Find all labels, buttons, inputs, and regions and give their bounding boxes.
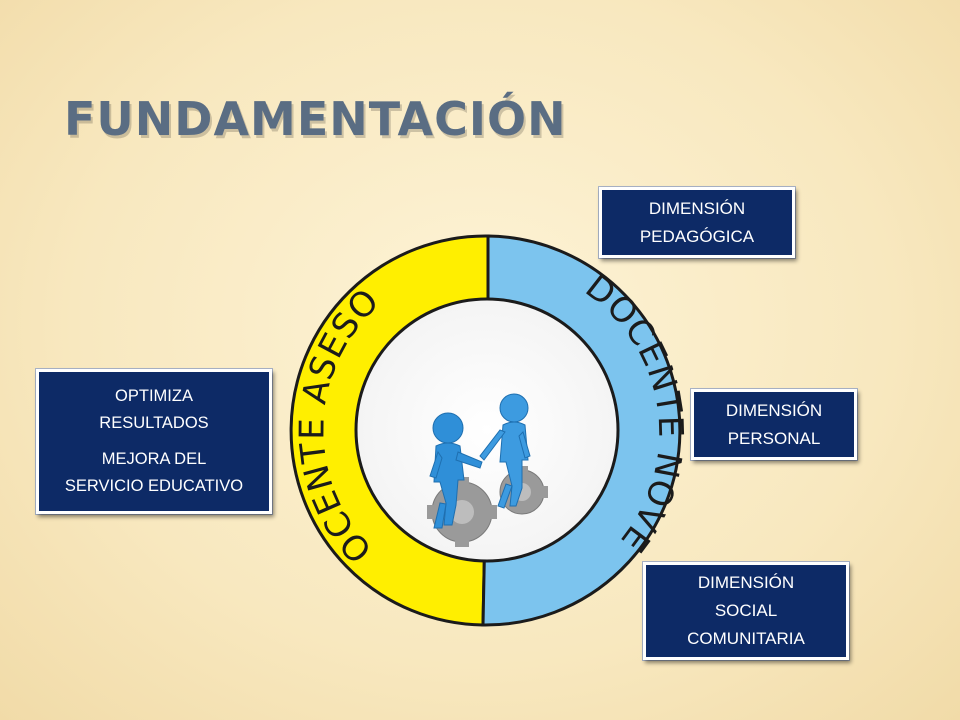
- box-line: SERVICIO EDUCATIVO: [64, 477, 244, 495]
- box-line: COMUNITARIA: [687, 629, 805, 648]
- box-line: DIMENSIÓN: [697, 573, 795, 592]
- optimiza-resultados-box: OPTIMIZA RESULTADOS MEJORA DEL SERVICIO …: [36, 369, 272, 514]
- box-line: PERSONAL: [727, 428, 821, 448]
- page-title: FUNDAMENTACIÓN: [64, 92, 567, 146]
- box-line: OPTIMIZA: [115, 387, 193, 405]
- handshake-figures-on-gears-icon: [427, 393, 548, 547]
- dimension-pedagogica-box: DIMENSIÓN PEDAGÓGICA: [599, 187, 795, 258]
- box-line: MEJORA DEL: [101, 450, 207, 468]
- box-line: PEDAGÓGICA: [639, 226, 755, 246]
- center-circle: [354, 297, 620, 563]
- box-line: DIMENSIÓN: [648, 198, 746, 218]
- dimension-social-comunitaria-box: DIMENSIÓN SOCIAL COMUNITARIA: [643, 562, 849, 660]
- box-line: RESULTADOS: [99, 414, 209, 432]
- box-line: SOCIAL: [714, 601, 778, 620]
- box-line: DIMENSIÓN: [725, 400, 823, 420]
- dimension-personal-box: DIMENSIÓN PERSONAL: [691, 389, 857, 460]
